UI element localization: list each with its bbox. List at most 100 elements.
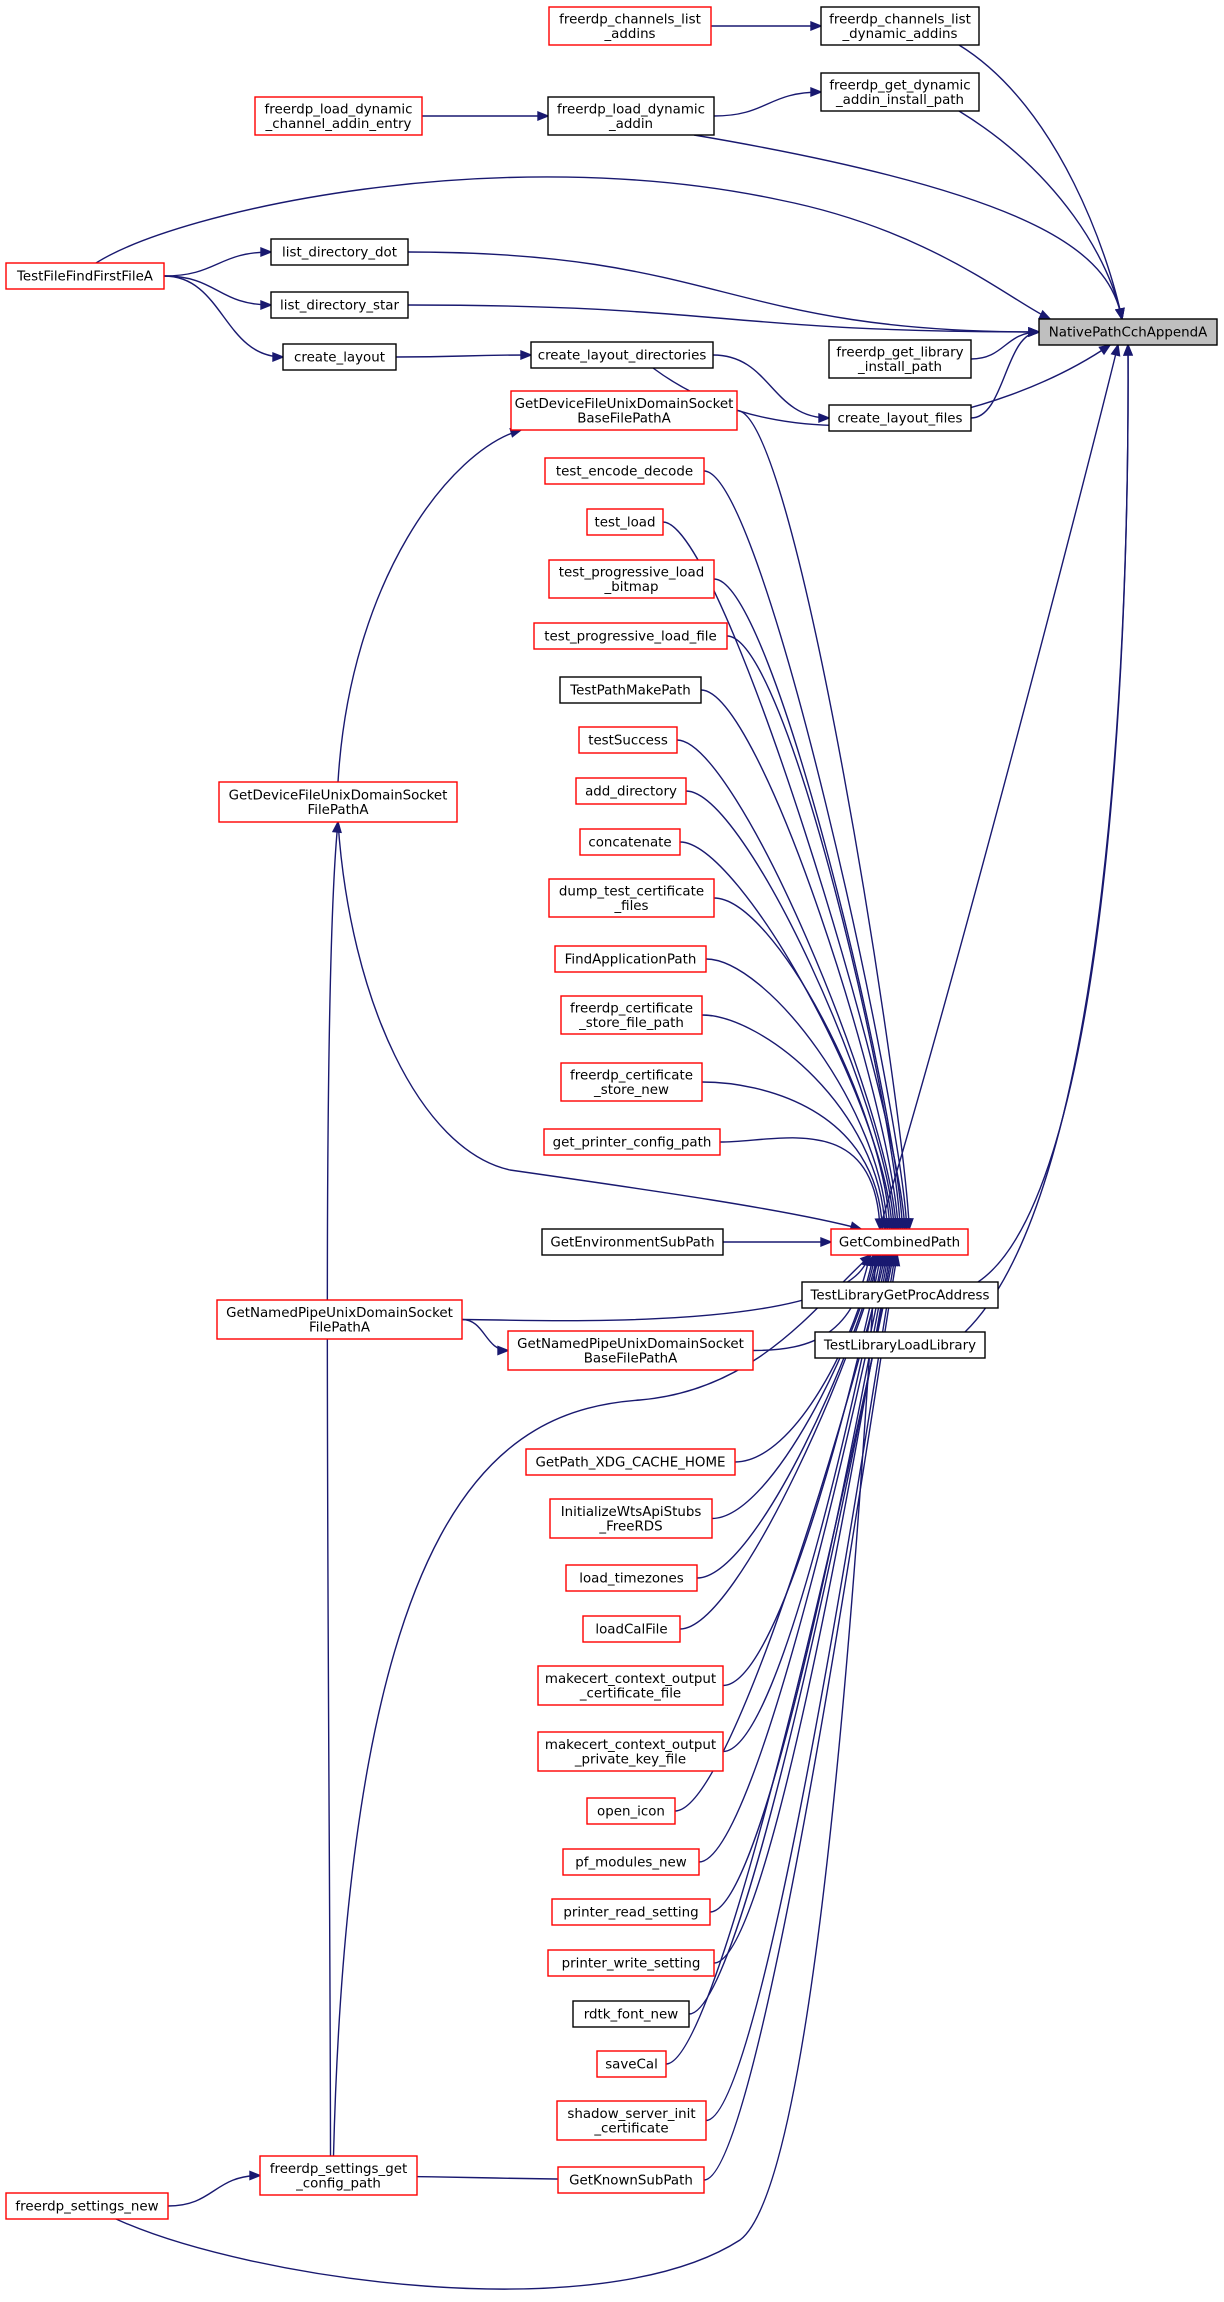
node-lds[interactable]: list_directory_star xyxy=(270,291,409,319)
arrowhead-icon xyxy=(1028,326,1041,338)
node-fcsfp[interactable]: freerdp_certificate_store_file_path xyxy=(560,995,703,1035)
node-label: saveCal xyxy=(605,2058,658,2073)
node-box xyxy=(572,2000,690,2028)
node-label: printer_write_setting xyxy=(562,1957,701,1972)
node-dtcf[interactable]: dump_test_certificate_files xyxy=(548,878,715,918)
node-box xyxy=(537,1731,724,1772)
node-fclda[interactable]: freerdp_channels_list_dynamic_addins xyxy=(820,6,980,46)
node-prs[interactable]: printer_read_setting xyxy=(551,1898,711,1926)
node-ted[interactable]: test_encode_decode xyxy=(544,457,705,485)
node-label: create_layout xyxy=(294,351,385,366)
node-tlgpa[interactable]: TestLibraryGetProcAddress xyxy=(801,1281,999,1309)
edge-gdfudsb-to-gcp xyxy=(736,409,914,1231)
node-pws[interactable]: printer_write_setting xyxy=(547,1949,715,1977)
node-label: freerdp_load_dynamic xyxy=(557,102,705,117)
node-iwasf[interactable]: InitializeWtsApiStubs_FreeRDS xyxy=(549,1498,713,1539)
node-gnpudsb[interactable]: GetNamedPipeUnixDomainSocketBaseFilePath… xyxy=(507,1330,754,1371)
node-fcsn[interactable]: freerdp_certificate_store_new xyxy=(560,1062,703,1102)
node-label: load_timezones xyxy=(579,1572,684,1587)
node-box xyxy=(556,2100,707,2141)
node-gesp[interactable]: GetEnvironmentSubPath xyxy=(541,1228,724,1256)
arrowhead-icon xyxy=(520,349,533,361)
node-cc[interactable]: concatenate xyxy=(579,828,681,856)
node-box xyxy=(801,1281,999,1309)
node-ts[interactable]: testSuccess xyxy=(578,726,678,754)
arrowhead-icon xyxy=(1098,343,1112,356)
node-flda[interactable]: freerdp_load_dynamic_addin xyxy=(547,96,715,136)
edge-tfffa-to-cl xyxy=(163,275,285,363)
node-pmn[interactable]: pf_modules_new xyxy=(562,1848,700,1876)
node-label: rdtk_font_new xyxy=(584,2008,679,2023)
node-fglip[interactable]: freerdp_get_library_install_path xyxy=(828,339,972,379)
node-fldcae[interactable]: freerdp_load_dynamic_channel_addin_entry xyxy=(254,96,423,136)
edge-clf-to-npcca xyxy=(970,326,1041,419)
node-label: _addins xyxy=(603,27,655,42)
node-box xyxy=(575,777,687,805)
node-label: printer_read_setting xyxy=(563,1906,698,1921)
node-box xyxy=(586,1797,676,1825)
node-label: TestFileFindFirstFileA xyxy=(16,270,154,285)
node-fsgcp[interactable]: freerdp_settings_get_config_path xyxy=(259,2155,418,2196)
node-tplb[interactable]: test_progressive_load_bitmap xyxy=(548,559,715,599)
node-clf[interactable]: create_layout_files xyxy=(828,404,972,432)
node-mcopk[interactable]: makecert_context_output_private_key_file xyxy=(537,1731,724,1772)
node-label: dump_test_certificate xyxy=(559,884,704,899)
edge-gdfudsf-to-gdfudsb xyxy=(337,428,523,783)
node-lcf[interactable]: loadCalFile xyxy=(582,1615,681,1643)
node-tl[interactable]: test_load xyxy=(586,508,664,536)
node-gpcp[interactable]: get_printer_config_path xyxy=(543,1128,721,1156)
node-rfn[interactable]: rdtk_font_new xyxy=(572,2000,690,2028)
node-ltz[interactable]: load_timezones xyxy=(565,1564,698,1592)
node-fap[interactable]: FindApplicationPath xyxy=(554,945,707,973)
node-oi[interactable]: open_icon xyxy=(586,1797,676,1825)
arrowhead-icon xyxy=(331,820,342,834)
node-tpmp[interactable]: TestPathMakePath xyxy=(559,676,702,704)
arrowhead-icon xyxy=(249,2170,262,2181)
node-box xyxy=(814,1331,986,1359)
node-label: FilePathA xyxy=(309,1320,371,1335)
node-box xyxy=(544,457,705,485)
node-tlll[interactable]: TestLibraryLoadLibrary xyxy=(814,1331,986,1359)
node-ssic[interactable]: shadow_server_init_certificate xyxy=(556,2100,707,2141)
node-label: _certificate_file xyxy=(579,1686,681,1701)
node-tfffa[interactable]: TestFileFindFirstFileA xyxy=(5,262,165,290)
node-label: TestLibraryLoadLibrary xyxy=(823,1339,976,1354)
node-box xyxy=(560,995,703,1035)
node-box xyxy=(537,1665,724,1706)
node-npcca[interactable]: NativePathCchAppendA xyxy=(1038,318,1218,346)
node-label: _dynamic_addins xyxy=(841,27,957,42)
node-label: test_progressive_load_file xyxy=(544,630,717,645)
node-label: _private_key_file xyxy=(574,1752,686,1767)
arrowhead-icon xyxy=(870,1253,881,1267)
node-gdfudsb[interactable]: GetDeviceFileUnixDomainSocketBaseFilePat… xyxy=(510,390,738,431)
node-label: list_directory_star xyxy=(280,299,399,314)
node-gksp[interactable]: GetKnownSubPath xyxy=(557,2166,705,2194)
node-gcp[interactable]: GetCombinedPath xyxy=(830,1228,969,1256)
node-fsn[interactable]: freerdp_settings_new xyxy=(5,2192,169,2220)
node-label: concatenate xyxy=(588,836,671,851)
node-cld[interactable]: create_layout_directories xyxy=(530,341,714,369)
node-box xyxy=(554,945,707,973)
node-sc[interactable]: saveCal xyxy=(596,2050,667,2078)
edge-flda-to-fgdaip xyxy=(713,86,823,117)
node-label: GetNamedPipeUnixDomainSocket xyxy=(226,1306,453,1321)
node-cl[interactable]: create_layout xyxy=(282,343,397,371)
node-tplf[interactable]: test_progressive_load_file xyxy=(533,622,728,650)
node-label: open_icon xyxy=(597,1805,665,1820)
node-ldd[interactable]: list_directory_dot xyxy=(270,238,409,266)
node-label: _bitmap xyxy=(604,580,659,595)
node-fgdaip[interactable]: freerdp_get_dynamic_addin_install_path xyxy=(820,72,980,112)
node-mcocf[interactable]: makecert_context_output_certificate_file xyxy=(537,1665,724,1706)
node-fcla[interactable]: freerdp_channels_list_addins xyxy=(548,6,712,46)
node-box xyxy=(562,1848,700,1876)
node-label: NativePathCchAppendA xyxy=(1049,326,1208,341)
node-label: add_directory xyxy=(585,785,677,800)
node-box xyxy=(216,1299,463,1340)
node-ad[interactable]: add_directory xyxy=(575,777,687,805)
node-label: TestPathMakePath xyxy=(569,684,690,699)
node-gpxch[interactable]: GetPath_XDG_CACHE_HOME xyxy=(525,1448,736,1476)
node-label: _install_path xyxy=(857,360,942,375)
node-box xyxy=(533,622,728,650)
